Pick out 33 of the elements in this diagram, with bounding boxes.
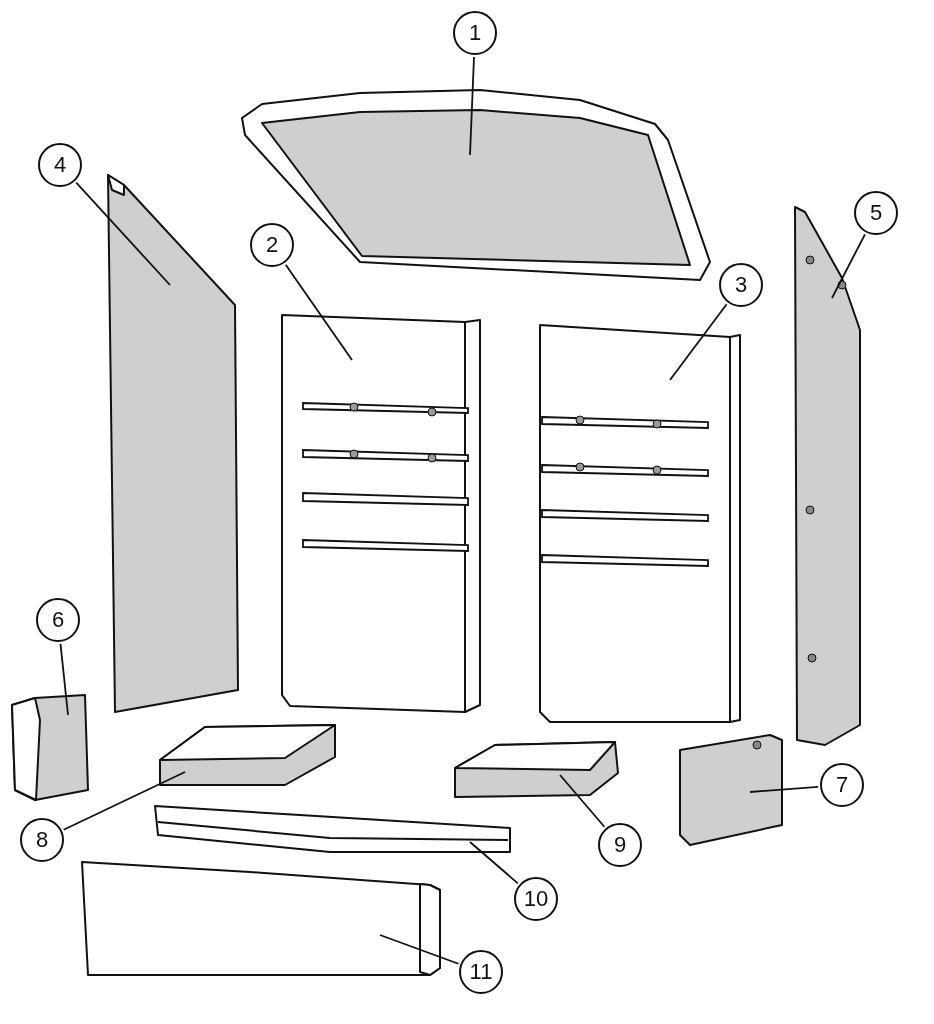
- base-brick-drawing: [454, 741, 619, 798]
- leader-line: [75, 181, 171, 286]
- leader-line: [284, 263, 353, 361]
- callout-number: 1: [453, 11, 497, 55]
- leader-line: [559, 774, 606, 828]
- callout-number: 8: [20, 818, 64, 862]
- leader-line: [469, 841, 519, 885]
- callout-number: 9: [598, 823, 642, 867]
- corner-brick-drawing: [679, 734, 783, 846]
- callout-number: 3: [719, 263, 763, 307]
- front-bar-drawing: [154, 805, 511, 853]
- callout-number: 7: [820, 763, 864, 807]
- back-panel-drawing: [539, 324, 741, 723]
- top-panel-drawing: [241, 89, 711, 281]
- back-panel-drawing: [281, 314, 481, 713]
- side-panel-drawing: [794, 206, 861, 746]
- base-brick-drawing: [159, 724, 336, 786]
- callout-number: 6: [36, 598, 80, 642]
- callout-number: 4: [38, 143, 82, 187]
- front-brick-drawing: [81, 861, 441, 976]
- leader-line: [59, 642, 69, 716]
- leader-line: [379, 934, 460, 965]
- leader-line: [749, 785, 819, 793]
- callout-number: 2: [250, 223, 294, 267]
- leader-line: [469, 56, 475, 156]
- callout-number: 11: [459, 950, 503, 994]
- callout-number: 5: [854, 191, 898, 235]
- leader-line: [831, 233, 866, 299]
- corner-brick-drawing: [11, 694, 89, 801]
- leader-line: [669, 303, 728, 381]
- side-panel-drawing: [107, 174, 239, 713]
- leader-line: [62, 771, 186, 831]
- callout-number: 10: [514, 877, 558, 921]
